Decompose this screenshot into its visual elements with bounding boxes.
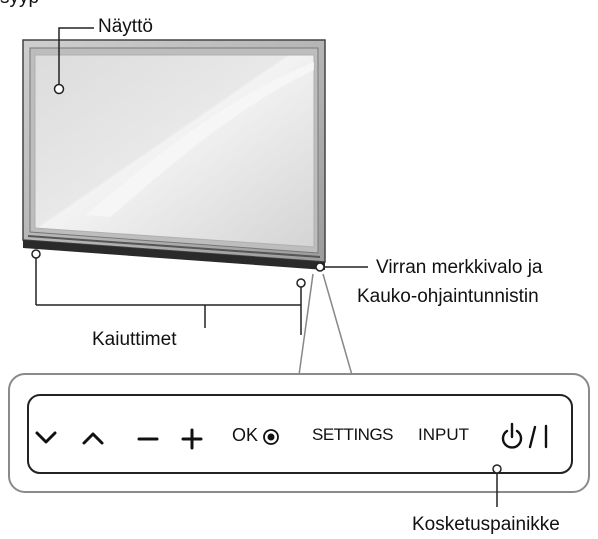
ok-button[interactable]: OK [232,425,259,445]
settings-button[interactable]: SETTINGS [312,425,394,444]
ok-dot-icon [263,429,279,445]
plus-icon[interactable] [181,428,203,450]
input-button[interactable]: INPUT [418,425,469,444]
touch-buttons-label: Kosketuspainikke [412,514,560,535]
screen-label: Näyttö [98,16,153,37]
button-strip [27,394,573,474]
power-indicator-label-line1: Virran merkkivalo ja [376,257,543,278]
chevron-down-icon[interactable] [35,431,57,444]
speaker-right-marker [296,278,306,288]
speakers-label: Kaiuttimet [92,329,177,350]
title-fragment: syyp [0,0,39,9]
power-icon[interactable] [501,422,548,449]
zoom-lines [298,273,353,376]
speaker-left-marker [31,249,41,259]
screen-callout [58,27,94,89]
screen-marker [53,83,65,95]
chevron-up-icon[interactable] [82,432,104,445]
tv-display [22,39,326,270]
touch-buttons-marker [492,464,502,474]
speakers-callout [35,254,302,335]
power-indicator-label-line2: Kauko-ohjaintunnistin [357,286,539,307]
power-indicator-marker [315,262,325,272]
